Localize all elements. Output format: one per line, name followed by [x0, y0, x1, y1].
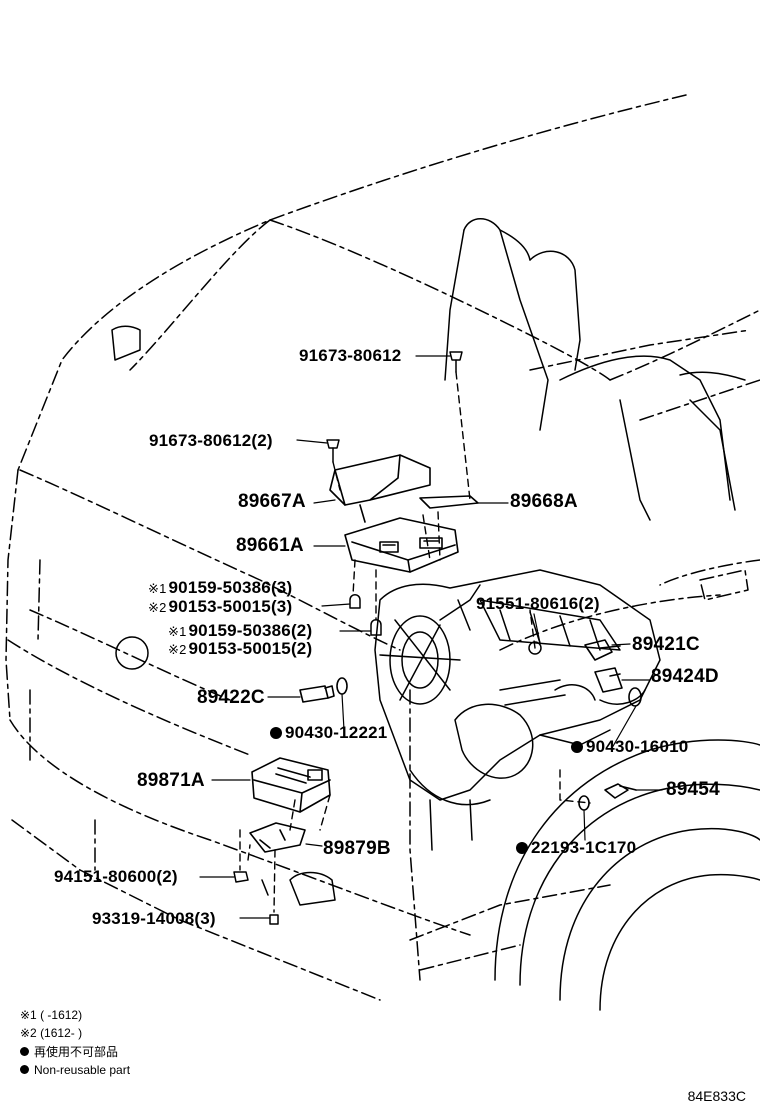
figure-code: 84E833C	[687, 1088, 746, 1104]
legend-nonreusable-en: Non-reusable part	[20, 1063, 130, 1077]
nut-94151	[233, 871, 249, 883]
module-89871A	[251, 757, 331, 813]
label-91551-80616-2: 91551-80616(2)	[476, 594, 600, 613]
label-89667A: 89667A	[238, 491, 306, 512]
bracket-89879B	[249, 822, 306, 853]
label-91673-80612: 91673-80612	[299, 346, 402, 365]
bracket-89667A	[329, 454, 431, 523]
nonreusable-dot-icon	[516, 842, 528, 854]
label-89879B: 89879B	[323, 838, 391, 859]
screw-91673-top	[449, 351, 463, 373]
sensor-89454	[604, 783, 637, 799]
label-89422C: 89422C	[197, 687, 265, 708]
label-89871A: 89871A	[137, 770, 205, 791]
label-89421C: 89421C	[632, 634, 700, 655]
note2-mark: ※2	[148, 600, 167, 615]
note1-mark: ※1	[168, 624, 187, 639]
legend-note2: ※2 (1612- )	[20, 1026, 83, 1040]
bolt-91551	[528, 641, 542, 655]
label-89668A: 89668A	[510, 491, 578, 512]
wheel	[494, 739, 760, 1011]
ecu-89661A	[344, 517, 459, 573]
note1-mark: ※1	[148, 581, 167, 596]
engine-block	[374, 569, 661, 851]
bolt-90159-a	[349, 594, 361, 609]
nonreusable-dot-icon	[20, 1047, 29, 1056]
sensor-89422C	[299, 677, 348, 703]
sensor-89421C	[584, 639, 621, 661]
legend-nonreusable-jp: 再使用不可部品	[20, 1045, 118, 1059]
label-89424D: 89424D	[651, 666, 719, 687]
nonreusable-dot-icon	[571, 741, 583, 753]
headlamp	[111, 325, 149, 670]
label-93319-14008-3: 93319-14008(3)	[92, 909, 216, 928]
bolt-93319	[269, 914, 279, 925]
sensor-89424D	[594, 667, 623, 693]
phantom-leaders	[239, 371, 591, 913]
note2-mark: ※2	[168, 642, 187, 657]
label-91673-80612-2: 91673-80612(2)	[149, 431, 273, 450]
seat-outline	[444, 218, 746, 521]
nonreusable-dot-icon	[20, 1065, 29, 1074]
label-leaders	[199, 355, 663, 919]
gasket-90430-16010	[628, 687, 642, 707]
bumper-detail	[261, 871, 336, 906]
label-90430-16010: 90430-16010	[571, 738, 688, 756]
label-89661A: 89661A	[236, 535, 304, 556]
label-89454: 89454	[666, 779, 720, 800]
label-94151-80600-2: 94151-80600(2)	[54, 867, 178, 886]
bolt-90159-b	[370, 619, 382, 636]
legend-note1: ※1 ( -1612)	[20, 1008, 83, 1022]
screw-91673-2	[326, 439, 340, 463]
nonreusable-dot-icon	[270, 727, 282, 739]
label-22193-1C170: 22193-1C170	[516, 839, 636, 857]
vehicle-body-outline	[5, 94, 760, 1001]
label-90430-12221: 90430-12221	[270, 724, 387, 742]
